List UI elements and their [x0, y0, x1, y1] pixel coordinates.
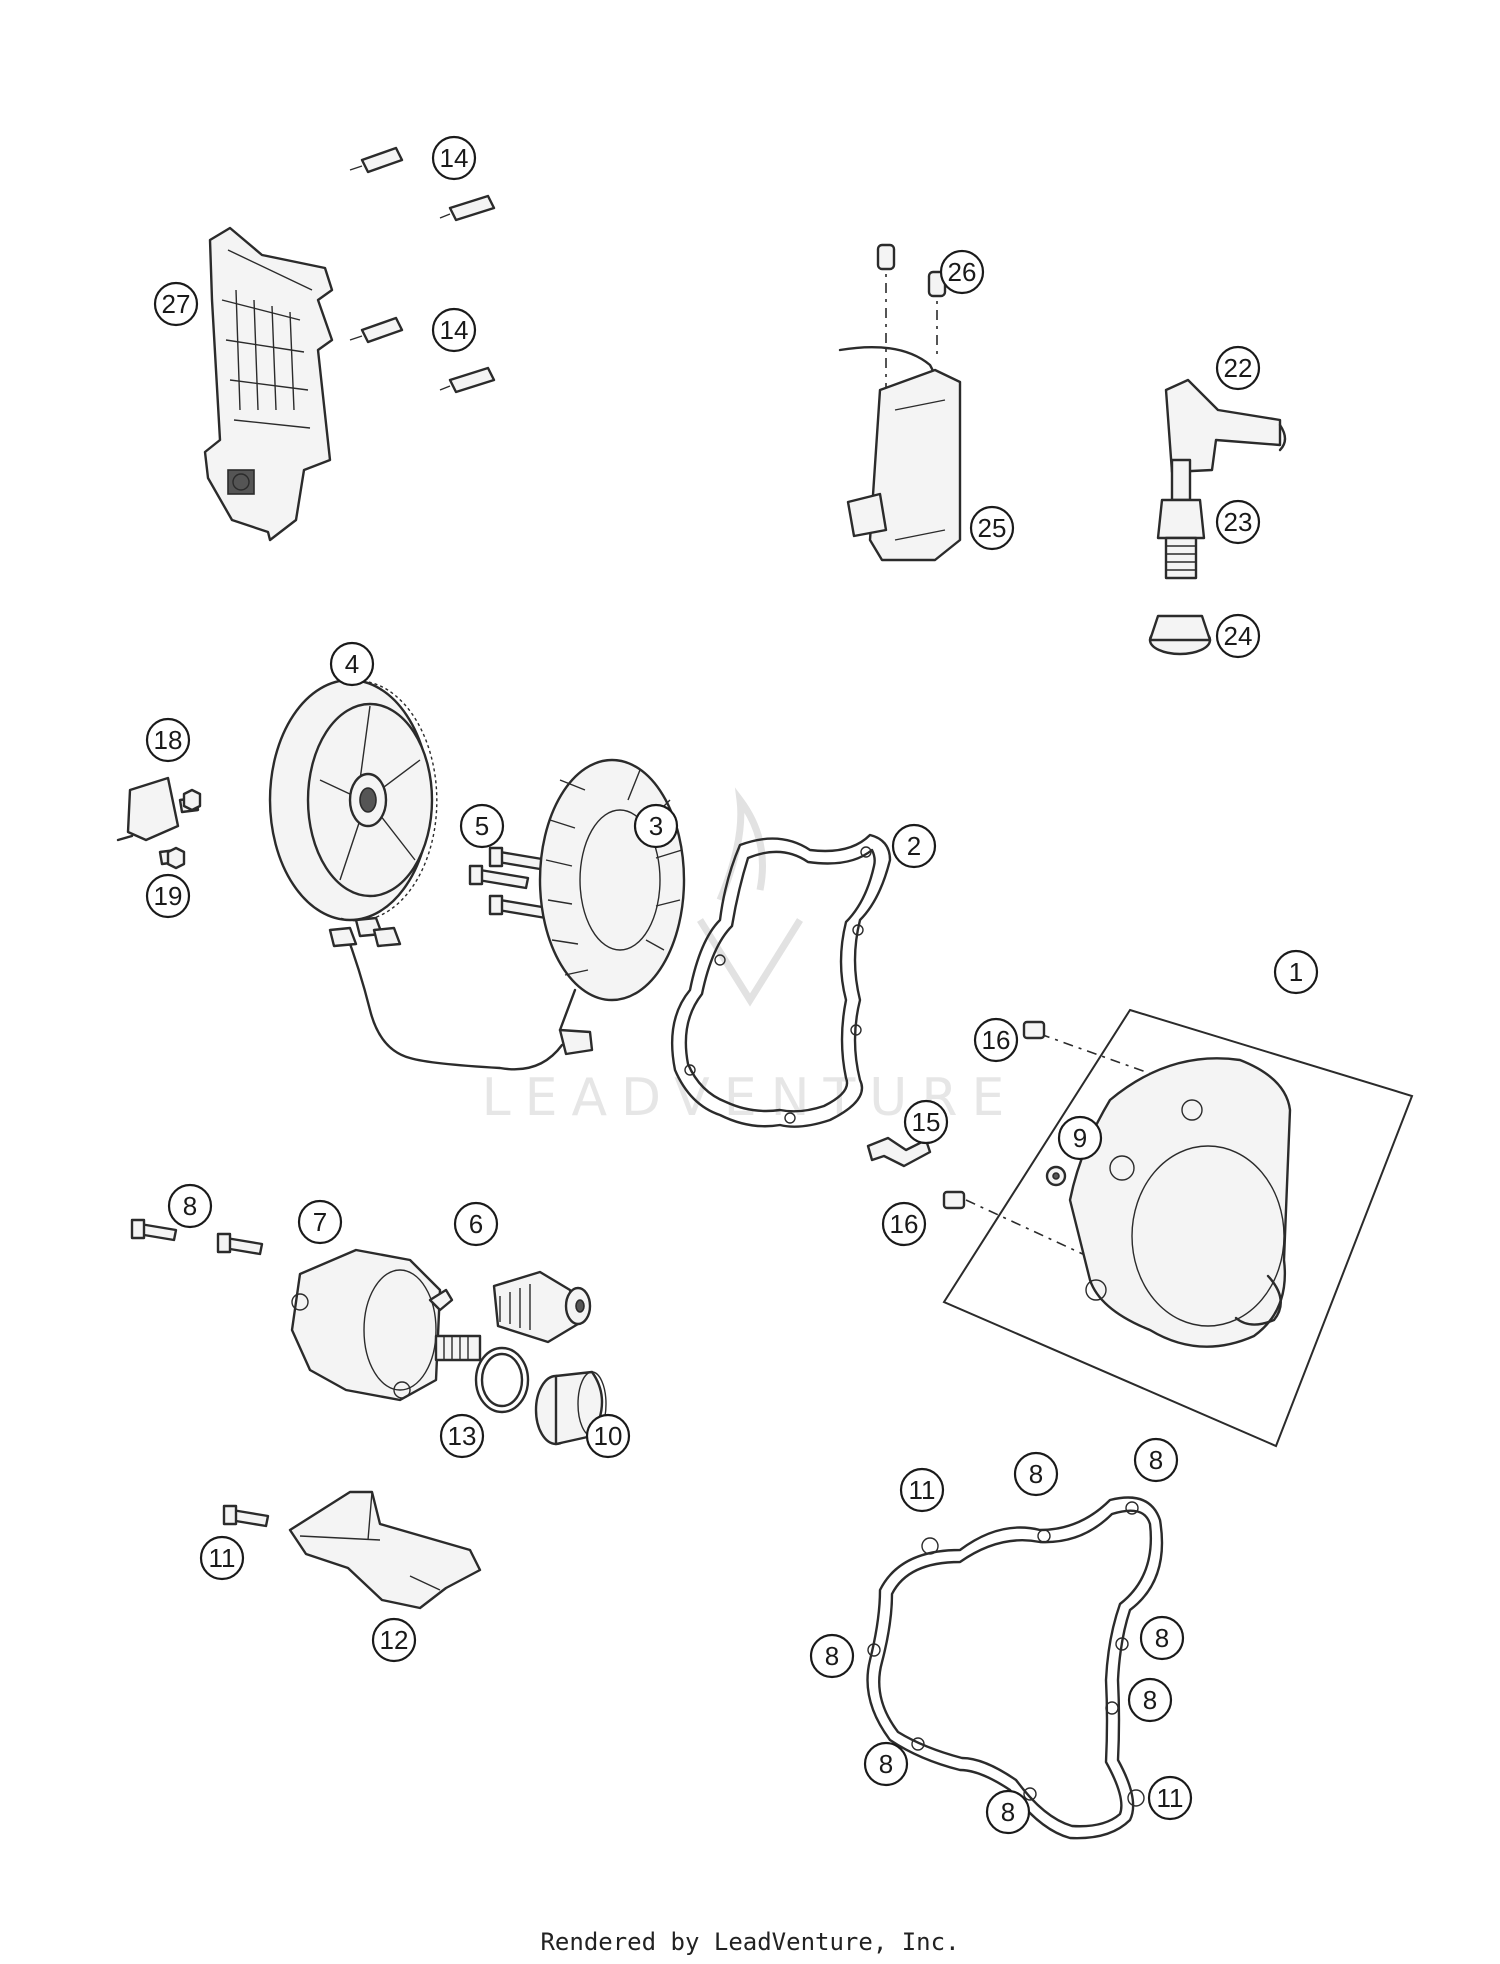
callout-label: 12	[380, 1625, 409, 1655]
callout-label: 8	[1001, 1797, 1015, 1827]
callout-label: 8	[1155, 1623, 1169, 1653]
callout-label: 8	[1149, 1445, 1163, 1475]
callout-8-gasket-right-top: 8	[1139, 1615, 1185, 1661]
callout-22: 22	[1215, 345, 1261, 391]
callout-9: 9	[1057, 1115, 1103, 1161]
callout-25: 25	[969, 505, 1015, 551]
callout-label: 8	[183, 1191, 197, 1221]
callout-label: 18	[154, 725, 183, 755]
callout-label: 26	[948, 257, 977, 287]
callout-23: 23	[1215, 499, 1261, 545]
callout-16-bottom: 16	[881, 1201, 927, 1247]
callout-label: 1	[1289, 957, 1303, 987]
cable-clip	[866, 1136, 932, 1168]
callout-11-gasket-top: 11	[899, 1467, 945, 1513]
callout-19: 19	[145, 873, 191, 919]
callout-label: 4	[345, 649, 359, 679]
flywheel	[268, 678, 438, 922]
callout-label: 11	[1157, 1783, 1184, 1813]
render-credit: Rendered by LeadVenture, Inc.	[540, 1928, 960, 1956]
callout-14-middle: 14	[431, 307, 477, 353]
control-unit-bracket	[203, 226, 334, 542]
callout-label: 22	[1224, 353, 1253, 383]
callout-12: 12	[371, 1617, 417, 1663]
callout-label: 16	[890, 1209, 919, 1239]
callout-8-gasket-bottom: 8	[985, 1789, 1031, 1835]
callout-26: 26	[939, 249, 985, 295]
washer	[1045, 1165, 1067, 1187]
seal-ring	[1148, 614, 1212, 656]
starter-bolts	[130, 1218, 264, 1256]
callout-label: 11	[209, 1543, 236, 1573]
ignition-cover	[942, 1008, 1414, 1448]
bolts-14	[349, 146, 496, 394]
callout-15: 15	[903, 1099, 949, 1145]
callout-label: 5	[475, 811, 489, 841]
o-ring	[474, 1346, 530, 1414]
callout-label: 15	[912, 1107, 941, 1137]
callout-label: 10	[594, 1421, 623, 1451]
starter-motor	[290, 1248, 482, 1402]
stator	[538, 758, 686, 1056]
callout-label: 8	[1143, 1685, 1157, 1715]
callout-label: 6	[469, 1209, 483, 1239]
callout-label: 11	[909, 1475, 936, 1505]
stator-wiring	[328, 916, 564, 1071]
callout-13: 13	[439, 1413, 485, 1459]
callout-8-gasket-top-right: 8	[1133, 1437, 1179, 1483]
ignition-cover-gasket	[866, 1496, 1164, 1840]
callout-8-gasket-bottom-left: 8	[863, 1741, 909, 1787]
callout-label: 9	[1073, 1123, 1087, 1153]
callout-18: 18	[145, 717, 191, 763]
callout-label: 16	[982, 1025, 1011, 1055]
stator-screws	[468, 846, 550, 920]
callout-label: 25	[978, 513, 1007, 543]
callout-11-gasket-bottom: 11	[1147, 1775, 1193, 1821]
callout-24: 24	[1215, 613, 1261, 659]
spark-plug-cap	[1164, 378, 1287, 474]
callout-label: 7	[313, 1207, 327, 1237]
callout-3: 3	[633, 803, 679, 849]
callout-14-top: 14	[431, 135, 477, 181]
callout-16-top: 16	[973, 1017, 1019, 1063]
callout-label: 24	[1224, 621, 1253, 651]
callout-label: 14	[440, 143, 469, 173]
callout-8-gasket-left: 8	[809, 1633, 855, 1679]
stator-cover-gasket	[670, 833, 892, 1128]
callout-label: 19	[154, 881, 183, 911]
callout-27: 27	[153, 281, 199, 327]
callout-label: 14	[440, 315, 469, 345]
callout-5: 5	[459, 803, 505, 849]
callout-label: 2	[907, 831, 921, 861]
callout-label: 8	[1029, 1459, 1043, 1489]
callout-label: 8	[879, 1749, 893, 1779]
callout-6: 6	[453, 1201, 499, 1247]
cover-plate	[222, 1490, 482, 1610]
callout-8-gasket-right-middle: 8	[1127, 1677, 1173, 1723]
pickup-sensor	[116, 776, 202, 870]
callout-4: 4	[329, 641, 375, 687]
dowel-pins	[942, 1020, 1046, 1210]
spark-plug	[1156, 458, 1206, 580]
callout-10: 10	[585, 1413, 631, 1459]
callout-7: 7	[297, 1199, 343, 1245]
starter-drive	[492, 1270, 592, 1344]
callout-11-starter: 11	[199, 1535, 245, 1581]
callout-1: 1	[1273, 949, 1319, 995]
callout-label: 8	[825, 1641, 839, 1671]
callout-label: 27	[162, 289, 191, 319]
callout-8-gasket-top: 8	[1013, 1451, 1059, 1497]
callout-label: 23	[1224, 507, 1253, 537]
ignition-coil	[838, 243, 962, 562]
callout-label: 3	[649, 811, 663, 841]
callout-8-left: 8	[167, 1183, 213, 1229]
callout-2: 2	[891, 823, 937, 869]
callout-label: 13	[448, 1421, 477, 1451]
